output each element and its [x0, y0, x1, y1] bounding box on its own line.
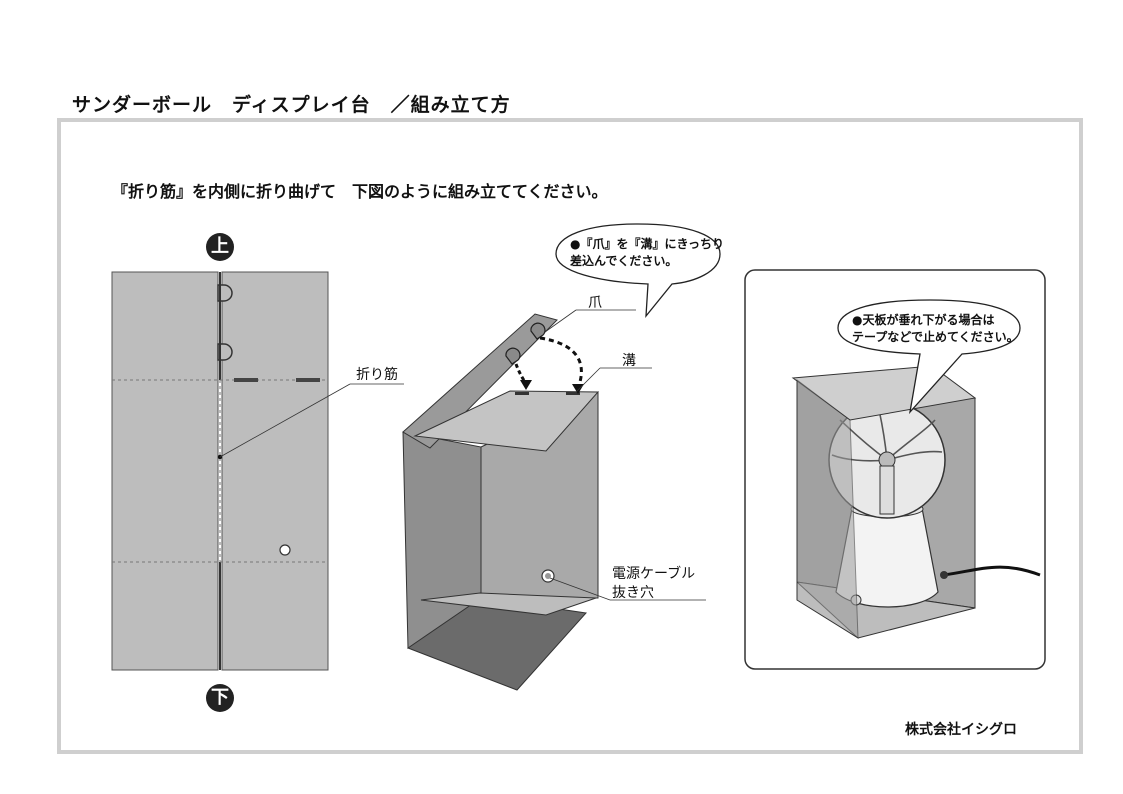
cable-label-line1: 電源ケーブル	[612, 566, 696, 582]
lid-claw-2	[505, 347, 521, 365]
content-frame	[57, 118, 1083, 754]
right-bubble-line2: テープなどで止めてください。	[852, 330, 1019, 344]
cable-leader	[549, 577, 611, 601]
claw-tab-lower	[217, 343, 233, 361]
left-panel	[111, 271, 219, 671]
middle-bubble-line2: 差込んでください。	[570, 254, 678, 268]
top-groove-2	[566, 392, 580, 395]
right-panel	[221, 271, 329, 671]
top-lid-flap	[402, 313, 558, 449]
claw-label: 爪	[588, 295, 602, 311]
middle-bubble-text: ●『爪』を『溝』にきっちり 差込んでください。	[570, 236, 724, 270]
power-cable	[943, 565, 1041, 577]
inner-shelf	[420, 592, 597, 616]
cable-label-line2: 抜き穴	[612, 585, 654, 601]
page-title: サンダーボール ディスプレイ台 ／組み立て方	[72, 94, 511, 116]
bottom-badge-circle	[206, 684, 234, 712]
right-bubble-line1: ●天板が垂れ下がる場合は	[852, 313, 995, 327]
flat-net-diagram	[111, 233, 404, 712]
cable-hole-label: 電源ケーブル 抜き穴	[612, 565, 695, 603]
cable-hole	[279, 544, 291, 556]
assembled-diagram	[744, 269, 1046, 670]
assembled-box-side	[796, 378, 859, 640]
groove-slot-2	[296, 378, 320, 382]
top-groove-1	[515, 392, 529, 395]
fold-leader-line	[219, 383, 351, 458]
right-bubble-text: ●天板が垂れ下がる場合は テープなどで止めてください。	[852, 312, 1019, 346]
groove-leader	[575, 367, 601, 393]
company-name: 株式会社イシグロ	[905, 722, 1017, 738]
bottom-badge: 下	[211, 687, 229, 708]
folding-box-diagram	[402, 223, 721, 691]
claw-tab-upper	[217, 284, 233, 302]
instruction-text: 『折り筋』を内側に折り曲げて 下図のように組み立ててください。	[112, 182, 608, 201]
top-panel	[413, 390, 600, 452]
top-badge-circle	[206, 233, 234, 261]
groove-label: 溝	[622, 353, 636, 369]
claw-leader	[544, 309, 577, 333]
fold-label: 折り筋	[356, 367, 398, 383]
lid-claw-1	[530, 322, 546, 340]
groove-slot-1	[234, 378, 258, 382]
insert-arrow-1	[539, 336, 583, 389]
top-badge: 上	[211, 236, 229, 257]
speech-bubble-middle	[555, 223, 721, 318]
speech-bubble-right	[837, 299, 1021, 415]
middle-bubble-line1: ●『爪』を『溝』にきっちり	[570, 237, 724, 251]
